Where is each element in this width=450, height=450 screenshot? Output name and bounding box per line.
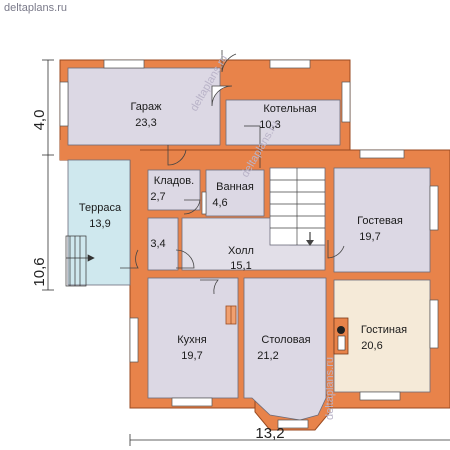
stair-treads xyxy=(270,168,325,246)
garage-name: Гараж xyxy=(130,101,162,113)
window-bath-side xyxy=(201,191,207,215)
watermark-text-3: deltaplans.ru xyxy=(324,357,336,420)
site-label: deltaplans.ru xyxy=(4,2,67,14)
door-kitchen xyxy=(200,279,219,295)
window-garage-top xyxy=(103,59,145,69)
dining-name: Столовая xyxy=(261,334,310,346)
door-storage xyxy=(167,145,187,166)
hall-area: 15,1 xyxy=(230,260,251,272)
window-kitchen-left xyxy=(129,317,139,363)
window-garage-left xyxy=(59,81,69,127)
kitchen-vent xyxy=(225,305,237,325)
bathroom-name: Ванная xyxy=(216,181,254,193)
storage-name: Кладов. xyxy=(154,175,194,187)
door-guest xyxy=(327,240,345,259)
room-labels: Гараж 23,3 Котельная 10,3 Кладов. 2,7 Ва… xyxy=(79,101,407,362)
dimension-labels: 4,0 10,6 13,2 xyxy=(31,110,285,442)
door-bath xyxy=(183,199,201,215)
fireplace xyxy=(333,317,349,355)
boiler-name: Котельная xyxy=(263,103,316,115)
window-living-bottom xyxy=(359,391,401,401)
doors xyxy=(120,50,345,295)
staircase xyxy=(269,167,326,246)
boiler-equipment xyxy=(244,125,261,168)
dim-main-depth: 10,6 xyxy=(31,257,48,286)
dim-top-depth: 4,0 xyxy=(31,110,48,131)
storage-area: 2,7 xyxy=(150,191,165,203)
guest-area: 19,7 xyxy=(359,231,380,243)
window-guest-right xyxy=(429,185,439,231)
door-hall-a xyxy=(175,249,195,269)
rooms xyxy=(67,67,431,421)
wc-area: 3,4 xyxy=(150,238,165,250)
room-boiler xyxy=(225,99,341,146)
room-living xyxy=(333,279,431,393)
door-garage-entry xyxy=(221,50,237,73)
window-boiler-right xyxy=(341,81,351,123)
living-name: Гостиная xyxy=(361,324,407,336)
kitchen-area: 19,7 xyxy=(181,350,202,362)
living-area: 20,6 xyxy=(361,340,382,352)
terrace-area: 13,9 xyxy=(89,218,110,230)
room-wc xyxy=(147,217,179,271)
door-wc xyxy=(120,249,139,269)
boiler-area: 10,3 xyxy=(259,119,280,131)
garage-area: 23,3 xyxy=(135,117,156,129)
dining-area: 21,2 xyxy=(257,350,278,362)
window-dining-bay xyxy=(277,419,309,429)
bathroom-area: 4,6 xyxy=(212,197,227,209)
dimension-lines xyxy=(42,59,450,446)
windows xyxy=(59,59,439,429)
room-kitchen xyxy=(147,277,239,399)
room-terrace xyxy=(67,159,131,286)
window-guest-top xyxy=(359,149,405,159)
window-boiler-top xyxy=(269,59,311,69)
kitchen-name: Кухня xyxy=(177,334,206,346)
door-garage-inner xyxy=(211,85,233,107)
room-dining xyxy=(243,277,327,421)
terrace-steps xyxy=(65,235,95,287)
room-storage xyxy=(147,169,201,211)
hall-name: Холл xyxy=(228,245,254,257)
room-bathroom xyxy=(205,169,265,217)
dim-width: 13,2 xyxy=(255,425,284,442)
terrace-name: Терраса xyxy=(79,202,122,214)
window-kitchen-bottom xyxy=(171,397,213,407)
guest-name: Гостевая xyxy=(357,215,403,227)
window-living-right xyxy=(429,299,439,349)
